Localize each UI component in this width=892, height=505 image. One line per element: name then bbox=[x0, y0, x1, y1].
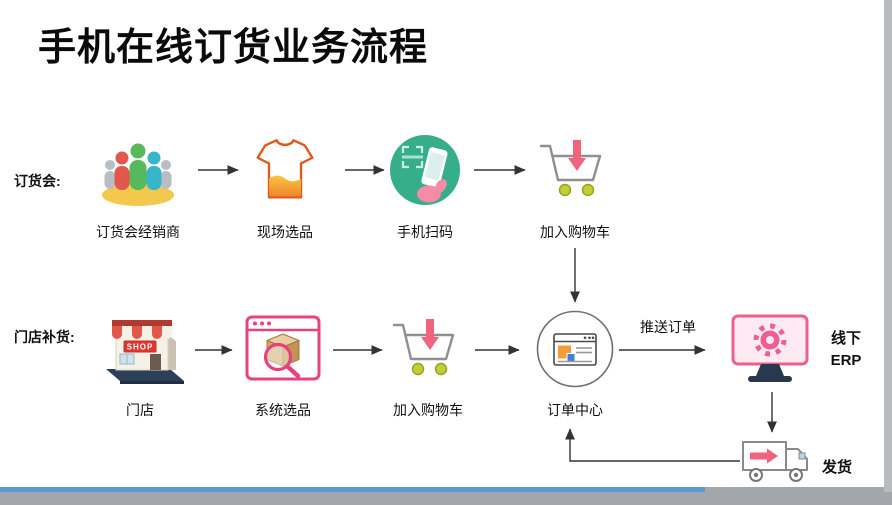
storefront-icon: SHOP bbox=[92, 306, 188, 392]
phone-scan-icon bbox=[388, 132, 462, 208]
arrow-ship-to-order-center bbox=[565, 428, 740, 462]
bottom-right-gray bbox=[705, 487, 892, 492]
erp-label-line1: 线下 bbox=[830, 330, 861, 347]
tshirt-icon bbox=[252, 132, 318, 208]
node-label-cart-store: 加入购物车 bbox=[393, 402, 463, 418]
right-edge-strip bbox=[884, 0, 892, 492]
node-cart-store: 加入购物车 bbox=[363, 306, 493, 420]
node-label-system-pick: 系统选品 bbox=[255, 402, 311, 418]
bottom-gray-strip bbox=[0, 492, 892, 505]
node-cart-fair: 加入购物车 bbox=[510, 132, 640, 242]
lane-label-fair: 订货会: bbox=[14, 173, 61, 189]
node-erp bbox=[728, 306, 812, 392]
shopping-cart-icon bbox=[389, 306, 467, 392]
node-label-order-center: 订单中心 bbox=[547, 402, 603, 418]
node-phone-scan: 手机扫码 bbox=[360, 132, 490, 242]
node-store: SHOP 门店 bbox=[75, 306, 205, 420]
node-ship bbox=[740, 436, 814, 486]
bottom-accent-bar bbox=[0, 487, 705, 492]
erp-label-line2: ERP bbox=[830, 352, 862, 369]
ship-label: 发货 bbox=[822, 459, 853, 476]
node-label-store: 门店 bbox=[126, 402, 154, 418]
erp-monitor-gear-icon bbox=[728, 306, 812, 392]
shop-sign-text: SHOP bbox=[127, 343, 154, 352]
node-label-cart-fair: 加入购物车 bbox=[540, 224, 610, 240]
node-system-pick: 系统选品 bbox=[218, 306, 348, 420]
node-label-phone-scan: 手机扫码 bbox=[397, 224, 453, 240]
node-order-center: 订单中心 bbox=[510, 306, 640, 420]
lane-label-store-restock: 门店补货: bbox=[14, 329, 75, 345]
page-title: 手机在线订货业务流程 bbox=[38, 27, 429, 69]
node-label-dealer: 订货会经销商 bbox=[96, 224, 180, 240]
delivery-truck-icon bbox=[740, 436, 814, 486]
system-browser-search-icon bbox=[244, 306, 322, 392]
people-group-icon bbox=[92, 132, 184, 208]
erp-side-label: 线下 ERP bbox=[814, 328, 878, 372]
shopping-cart-icon bbox=[536, 132, 614, 208]
node-dealer: 订货会经销商 bbox=[73, 132, 203, 242]
node-onsite-pick: 现场选品 bbox=[220, 132, 350, 242]
order-center-icon bbox=[535, 306, 615, 392]
node-label-onsite-pick: 现场选品 bbox=[257, 224, 313, 240]
edge-label-push-order: 推送订单 bbox=[640, 319, 696, 335]
